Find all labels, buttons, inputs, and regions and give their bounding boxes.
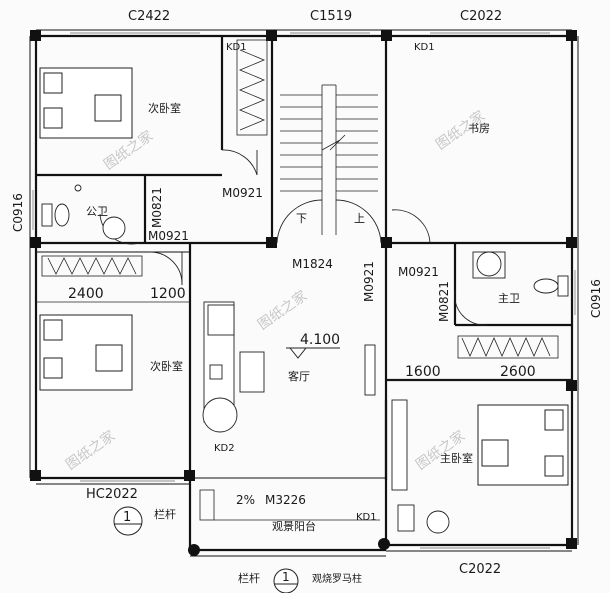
section-marker-b — [273, 568, 299, 593]
watermark-3: 图纸之家 — [255, 287, 311, 333]
door-m0921-c-label: M0921 — [362, 261, 376, 302]
balcony-railing — [199, 489, 380, 521]
room-balcony-label: 观景阳台 — [272, 519, 316, 533]
door-m0821-b-label: M0821 — [437, 281, 451, 322]
window-hc2022-label: HC2022 — [86, 487, 138, 502]
room-bath-public-label: 公卫 — [86, 206, 108, 218]
column-note: 观烧罗马柱 — [312, 572, 362, 585]
columns — [30, 30, 577, 556]
room-bedroom-nw-label: 次卧室 — [148, 101, 181, 115]
slope-label: 2% — [236, 493, 255, 507]
door-m0921-b-label: M0921 — [148, 229, 189, 243]
section-marker-a-label: 1 — [123, 510, 131, 525]
window-c2022-bottom-label: C2022 — [459, 562, 501, 577]
marker-kd1-c: KD1 — [356, 512, 377, 523]
room-bedroom-w-label: 次卧室 — [150, 359, 183, 373]
section-marker-b-label: 1 — [282, 570, 290, 584]
railing-label-a: 栏杆 — [154, 507, 176, 521]
marker-kd1-a: KD1 — [226, 42, 247, 53]
door-m3226-label: M3226 — [265, 493, 306, 507]
door-m1824-label: M1824 — [292, 257, 333, 271]
staircase — [280, 84, 378, 235]
window-c2422-label: C2422 — [128, 9, 170, 24]
living-furniture — [202, 301, 450, 534]
stair-up-label: 上 — [354, 212, 365, 225]
watermark-4: 图纸之家 — [63, 427, 119, 473]
section-marker-a — [113, 506, 143, 536]
railing-label-b: 栏杆 — [238, 571, 260, 585]
door-m0921-d-label: M0921 — [398, 265, 439, 279]
watermark-5: 图纸之家 — [413, 427, 469, 473]
dim-2400: 2400 — [68, 286, 104, 302]
bathroom-fixtures — [41, 184, 569, 297]
door-m0921-a-label: M0921 — [222, 186, 263, 200]
level-marker — [286, 347, 340, 359]
window-c0916-left-label: C0916 — [11, 193, 25, 232]
window-c0916-right-label: C0916 — [589, 279, 603, 318]
room-study-label: 书房 — [468, 122, 490, 135]
marker-kd2: KD2 — [214, 443, 235, 454]
marker-kd1-b: KD1 — [414, 42, 435, 53]
room-bath-master-label: 主卫 — [498, 292, 520, 305]
watermarks: 图纸之家 图纸之家 图纸之家 图纸之家 图纸之家 — [63, 107, 489, 473]
room-living-label: 客厅 — [288, 369, 310, 383]
window-c1519-label: C1519 — [310, 9, 352, 24]
door-m0821-a-label: M0821 — [150, 187, 164, 228]
dim-1200: 1200 — [150, 286, 186, 302]
wardrobes — [41, 39, 559, 359]
stair-down-label: 下 — [296, 213, 307, 225]
dim-1600: 1600 — [405, 364, 441, 380]
beds — [39, 67, 569, 486]
level-value: 4.100 — [300, 332, 340, 348]
window-strips — [32, 32, 576, 549]
room-bedroom-master-label: 主卧室 — [440, 451, 473, 465]
window-c2022-top-label: C2022 — [460, 9, 502, 24]
dim-2600: 2600 — [500, 364, 536, 380]
dimension-lines — [36, 301, 572, 381]
